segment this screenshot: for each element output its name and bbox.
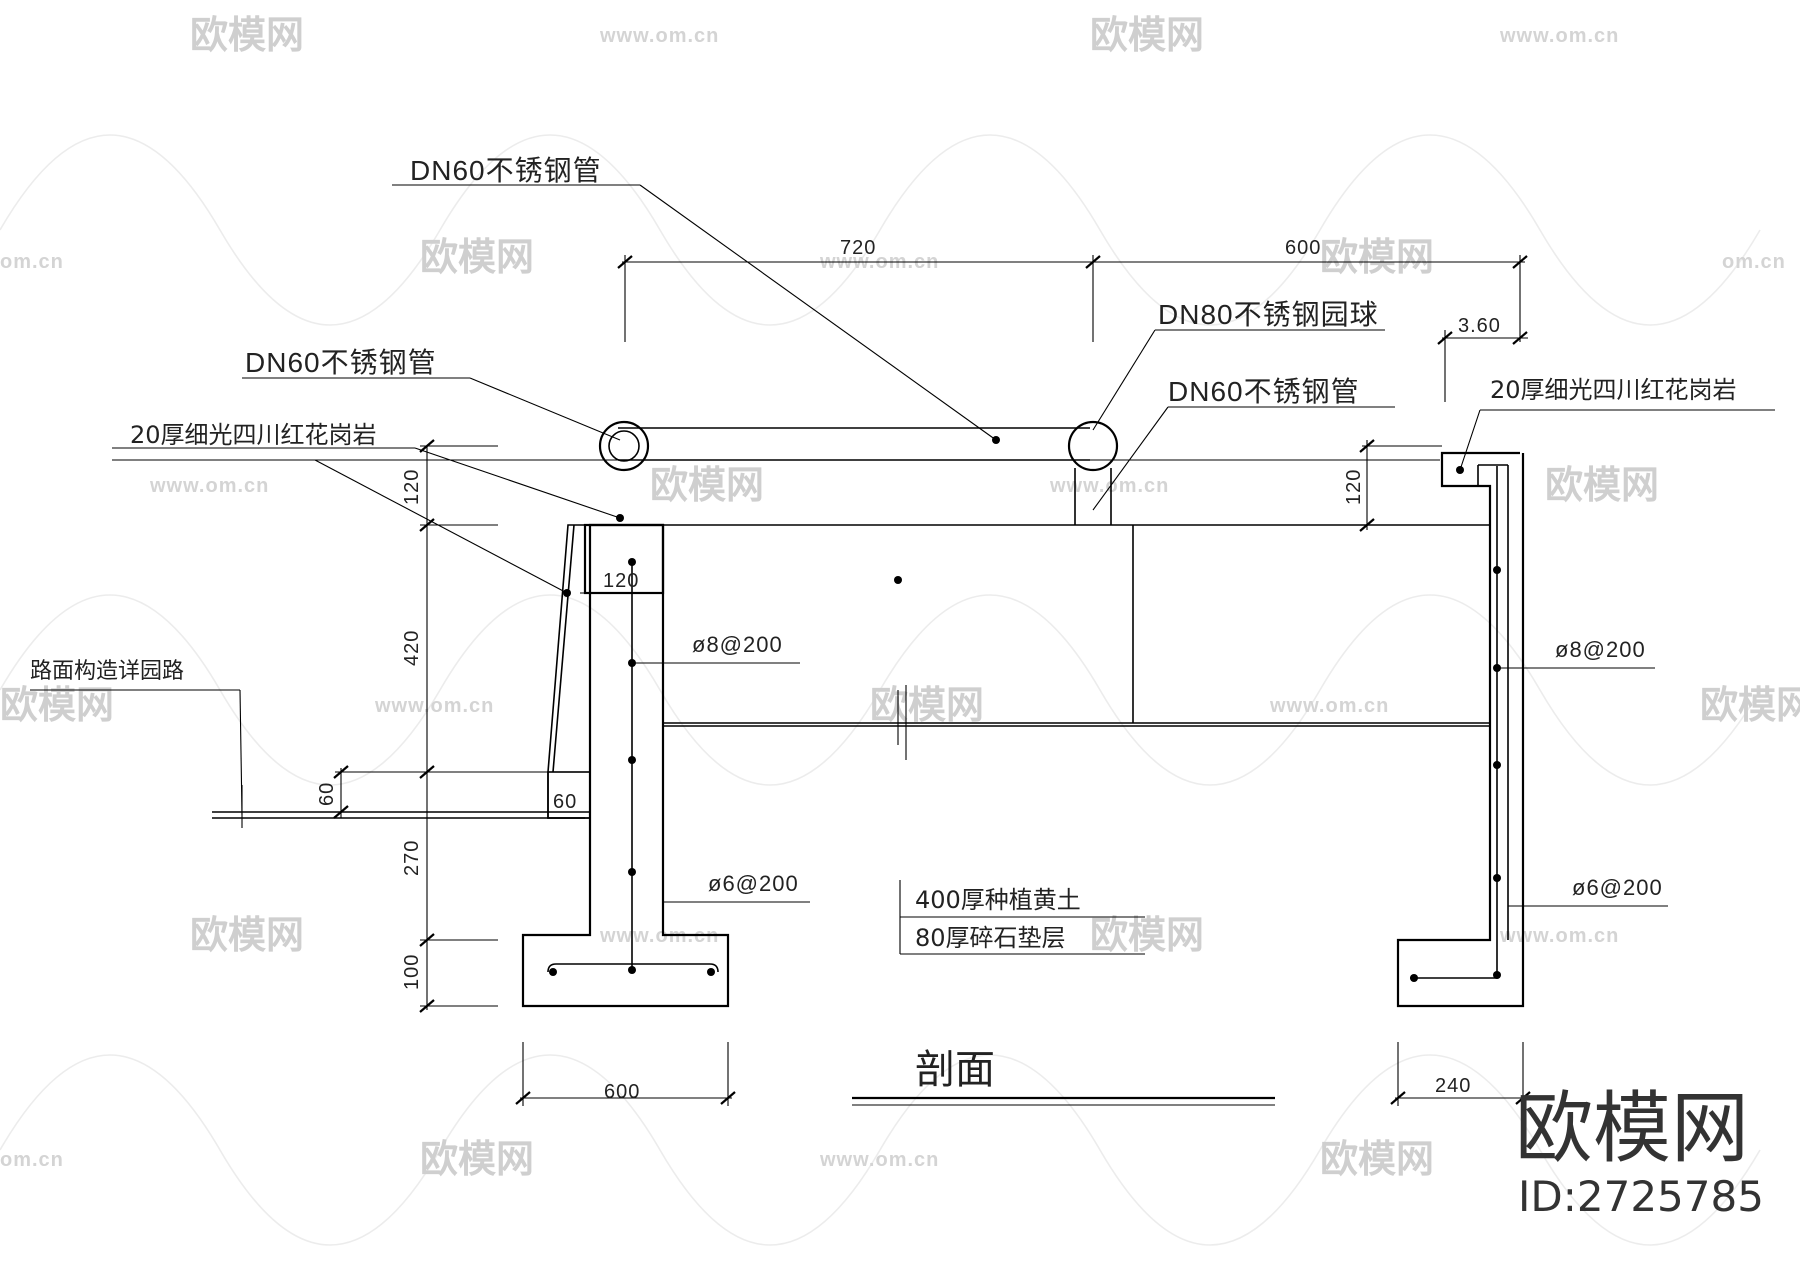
label-gravel: 80厚碎石垫层 xyxy=(915,924,1066,952)
structure xyxy=(112,420,1525,1008)
label-right-pipe: DN60不锈钢管 xyxy=(1168,376,1360,407)
watermark-url: www.om.cn xyxy=(149,475,269,497)
left-pipe-section xyxy=(598,420,650,472)
watermark-logo: 欧模网 xyxy=(420,1137,534,1181)
label-ball: DN80不锈钢园球 xyxy=(1158,299,1379,330)
stainless-ball xyxy=(1067,420,1119,472)
left-granite-facing xyxy=(547,524,585,819)
watermark-url: www.om.cn xyxy=(374,695,494,717)
watermark-url: om.cn xyxy=(1722,251,1786,273)
watermark-logo: 欧模网 xyxy=(870,683,984,727)
label-top-pipe: DN60不锈钢管 xyxy=(410,155,602,186)
label-granite-left: 20厚细光四川红花岗岩 xyxy=(130,421,377,449)
dim-h-120-right: 120 xyxy=(1343,469,1365,505)
watermark-logo: 欧模网 xyxy=(1090,13,1204,57)
watermark-layer: 欧模网 欧模网 欧模网 欧模网 欧模网 欧模网 欧模网 欧模网 欧模网 欧模网 … xyxy=(0,13,1800,1246)
dimension-labels: 720 600 3.60 120 420 270 100 60 60 120 1… xyxy=(316,237,1501,1103)
dim-span-left: 720 xyxy=(840,237,876,259)
watermark-logo: 欧模网 xyxy=(1700,683,1800,727)
label-rebar-right-8: ø8@200 xyxy=(1555,637,1646,662)
dimension-lines xyxy=(333,255,1531,1106)
dim-h-100: 100 xyxy=(401,954,423,990)
left-kerb xyxy=(547,771,591,819)
watermark-url: www.om.cn xyxy=(599,25,719,47)
watermark-url: www.om.cn xyxy=(1499,925,1619,947)
dim-cap-right: 3.60 xyxy=(1458,315,1501,337)
label-soil: 400厚种植黄土 xyxy=(915,886,1081,914)
watermark-url: www.om.cn xyxy=(1269,695,1389,717)
dim-h-420: 420 xyxy=(401,630,423,666)
dim-w-60: 60 xyxy=(553,791,577,813)
label-granite-right: 20厚细光四川红花岗岩 xyxy=(1490,376,1737,404)
label-road: 路面构造详园路 xyxy=(30,659,184,684)
dim-h-60: 60 xyxy=(316,782,338,806)
section-title: 剖面 xyxy=(915,1047,995,1093)
watermark-url: www.om.cn xyxy=(1049,475,1169,497)
branding: 欧模网 ID:2725785 xyxy=(1515,1084,1764,1221)
brand-id: ID:2725785 xyxy=(1518,1172,1764,1221)
watermark-logo: 欧模网 xyxy=(1545,463,1659,507)
watermark-url: www.om.cn xyxy=(819,1149,939,1171)
rebar-dot xyxy=(894,576,902,584)
rebar-dot xyxy=(707,968,715,976)
dim-span-right: 600 xyxy=(1285,237,1321,259)
dim-w-120: 120 xyxy=(603,570,639,592)
rebar-dot xyxy=(549,968,557,976)
watermark-url: www.om.cn xyxy=(1499,25,1619,47)
watermark-logo: 欧模网 xyxy=(650,463,764,507)
watermark-url: om.cn xyxy=(0,1149,64,1171)
annotation-labels: DN60不锈钢管 DN60不锈钢管 DN80不锈钢园球 DN60不锈钢管 20厚… xyxy=(30,155,1737,1093)
brand-site: 欧模网 xyxy=(1515,1084,1749,1174)
watermark-logo: 欧模网 xyxy=(190,13,304,57)
watermark-logo: 欧模网 xyxy=(1320,1137,1434,1181)
right-retaining-wall xyxy=(1396,451,1525,1008)
watermark-url: www.om.cn xyxy=(599,925,719,947)
watermark-url: om.cn xyxy=(0,251,64,273)
dim-footing-left: 600 xyxy=(604,1081,640,1103)
leader-lines xyxy=(30,184,1775,955)
watermark-logo: 欧模网 xyxy=(420,235,534,279)
watermark-logo: 欧模网 xyxy=(1320,235,1434,279)
label-left-pipe: DN60不锈钢管 xyxy=(245,347,437,378)
left-retaining-wall xyxy=(521,523,730,1008)
dim-h-270: 270 xyxy=(401,840,423,876)
label-rebar-left-6: ø6@200 xyxy=(708,871,799,896)
watermark-logo: 欧模网 xyxy=(190,913,304,957)
watermark-logo: 欧模网 xyxy=(1090,913,1204,957)
label-rebar-right-6: ø6@200 xyxy=(1572,875,1663,900)
dim-footing-right: 240 xyxy=(1435,1075,1471,1097)
dim-h-120-left: 120 xyxy=(401,469,423,505)
label-rebar-left-8: ø8@200 xyxy=(692,632,783,657)
